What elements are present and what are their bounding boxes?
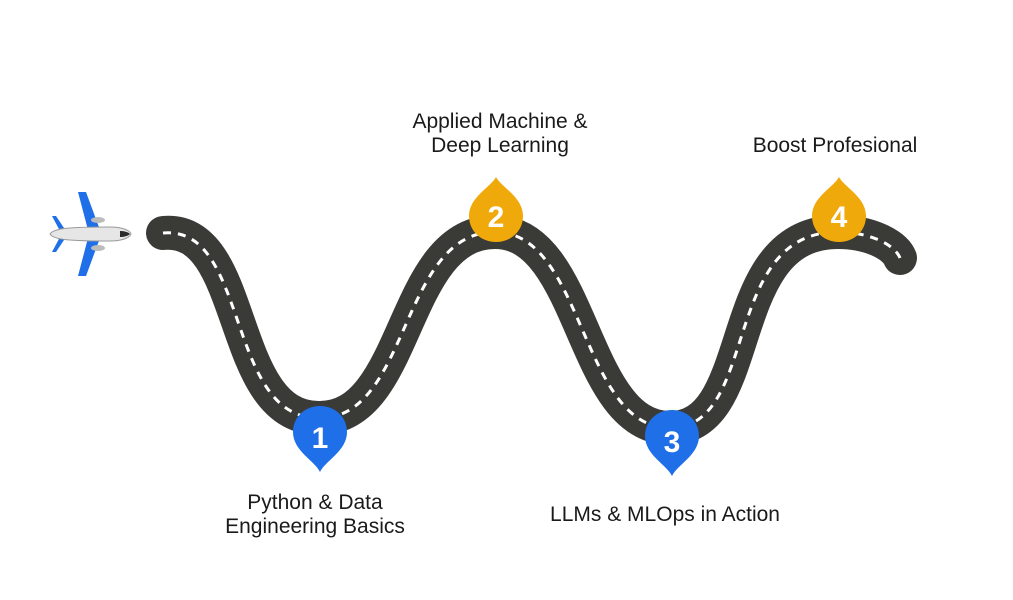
airplane-engine-top bbox=[91, 217, 105, 223]
milestone-label-line: Boost Profesional bbox=[752, 134, 918, 157]
airplane-wing-bottom bbox=[78, 238, 100, 276]
milestone-number: 3 bbox=[664, 426, 681, 459]
milestone-label-line: Engineering Basics bbox=[225, 515, 405, 538]
airplane-tail-top bbox=[52, 216, 66, 231]
map-pin-icon bbox=[645, 410, 699, 476]
airplane-cockpit bbox=[120, 231, 130, 237]
map-pin-icon bbox=[812, 177, 866, 242]
map-pin-icon bbox=[293, 406, 347, 472]
milestone-pin-2: 2 bbox=[469, 177, 523, 242]
milestone-label-line: LLMs & MLOps in Action bbox=[550, 503, 780, 526]
milestone-number: 4 bbox=[831, 201, 848, 234]
milestone-number: 1 bbox=[312, 422, 329, 455]
airplane-icon bbox=[49, 192, 132, 276]
milestone-label-3: LLMs & MLOps in Action bbox=[530, 503, 800, 527]
milestone-pin-3: 3 bbox=[645, 410, 699, 476]
milestone-pin-1: 1 bbox=[293, 406, 347, 472]
milestone-label-1: Python & Data Engineering Basics bbox=[205, 491, 425, 539]
road-center-line bbox=[162, 230, 902, 430]
milestone-label-line: Deep Learning bbox=[431, 134, 569, 157]
airplane-tail-bottom bbox=[52, 237, 66, 252]
airplane-wing-top bbox=[78, 192, 100, 230]
airplane-engine-bottom bbox=[91, 245, 105, 251]
milestone-label-4: Boost Profesional bbox=[730, 134, 940, 158]
map-pin-icon bbox=[469, 177, 523, 242]
milestone-label-line: Python & Data bbox=[247, 491, 383, 514]
milestone-label-line: Applied Machine & bbox=[412, 110, 588, 133]
milestone-number: 2 bbox=[488, 201, 505, 234]
milestone-pin-4: 4 bbox=[812, 177, 866, 242]
milestone-label-2: Applied Machine & Deep Learning bbox=[390, 110, 610, 158]
airplane-fuselage bbox=[49, 226, 132, 242]
